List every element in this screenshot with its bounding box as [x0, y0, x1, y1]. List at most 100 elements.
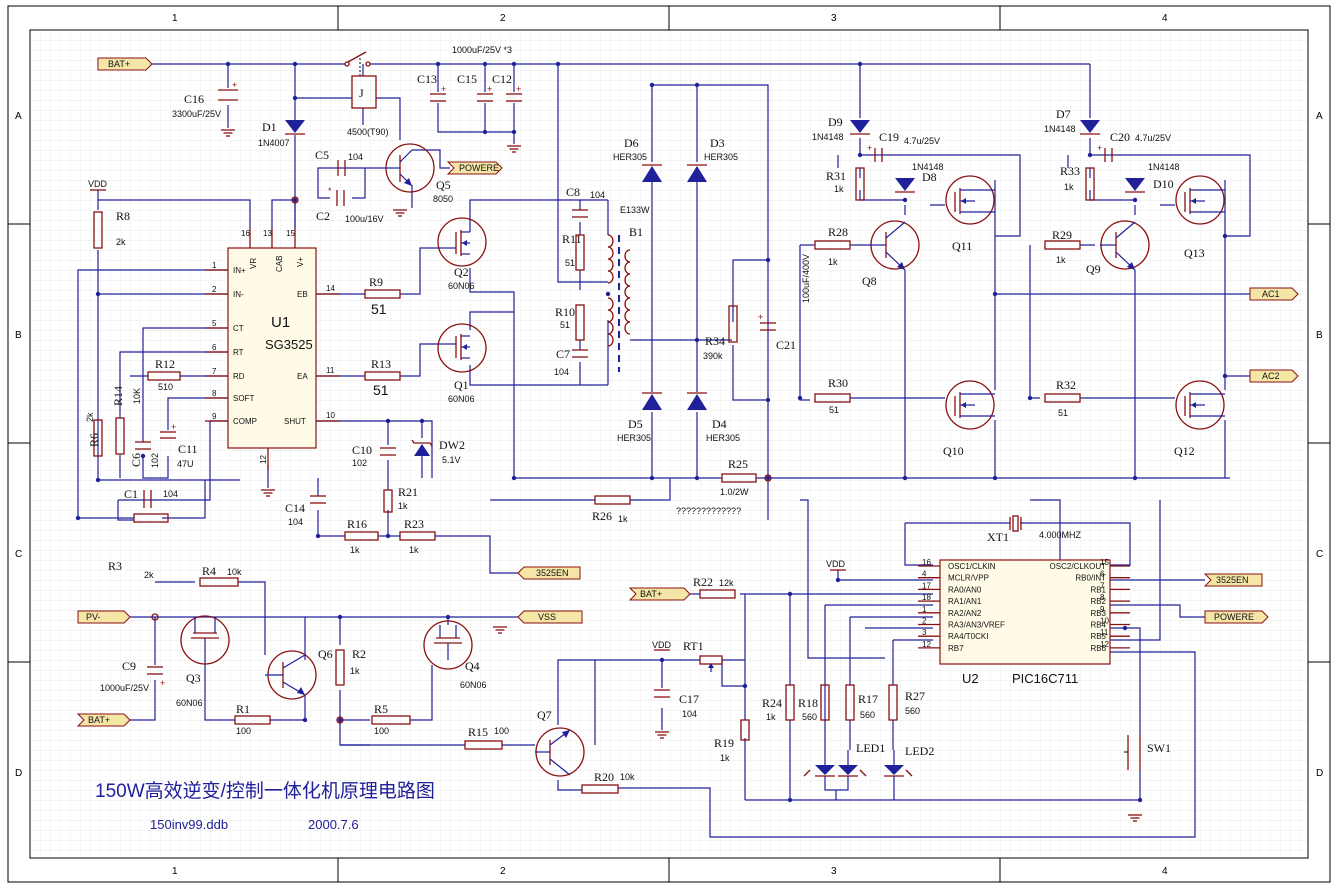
svg-text:C6: C6: [129, 453, 143, 467]
transistor-q5: Q5 8050: [385, 143, 453, 204]
svg-text:IN-: IN-: [233, 290, 244, 299]
svg-text:VDD: VDD: [652, 640, 672, 650]
svg-text:R18: R18: [798, 696, 818, 710]
col-label-4-bottom: 4: [1162, 866, 1168, 877]
svg-text:100uF/400V: 100uF/400V: [801, 254, 811, 303]
u2-pin-num-right: 9: [1100, 605, 1105, 614]
svg-text:C11: C11: [178, 442, 198, 456]
svg-text:R27: R27: [905, 689, 925, 703]
u2-pin-num-left: 16: [922, 558, 931, 567]
svg-text:104: 104: [554, 367, 569, 377]
resistor-r4: R4 10k: [199, 564, 242, 587]
svg-text:D4: D4: [712, 417, 727, 431]
svg-text:2k: 2k: [85, 412, 95, 422]
u2-pin-num-right: 15: [1100, 558, 1109, 567]
svg-text:10k: 10k: [620, 772, 635, 782]
svg-text:51: 51: [1058, 408, 1068, 418]
col-label-2-bottom: 2: [500, 866, 506, 877]
svg-text:1k: 1k: [766, 712, 776, 722]
svg-text:R32: R32: [1056, 378, 1076, 392]
svg-text:60N06: 60N06: [448, 281, 475, 291]
resistor-r19: R19 1k: [714, 719, 750, 763]
resistor-r28: R28 1k: [814, 225, 851, 267]
svg-text:1k: 1k: [1056, 255, 1066, 265]
svg-text:5.1V: 5.1V: [442, 455, 461, 465]
u2-pin-num-right: 6: [1100, 570, 1105, 579]
resistor-r17: R17 560: [845, 684, 878, 721]
u2-pin-num-right: 8: [1100, 593, 1105, 602]
row-label-c-left: C: [15, 549, 22, 560]
u2-pin-name-right: RB2: [1090, 597, 1106, 606]
svg-text:10: 10: [326, 411, 335, 420]
svg-text:51: 51: [560, 320, 570, 330]
resistor-r6: R6 2k: [85, 412, 103, 457]
resistor-r3-label: R3 2k: [108, 559, 154, 580]
resistor-r21: R21 1k: [383, 485, 418, 513]
u2-pin-name-left: MCLR/VPP: [948, 574, 989, 583]
cap-c5: C5 104: [315, 148, 363, 176]
diode-d7: D7 1N4148: [1044, 107, 1100, 135]
svg-text:R26: R26: [592, 509, 612, 523]
port-powere: POWERE: [446, 161, 503, 175]
cap-c7: C7 104: [554, 347, 588, 377]
svg-text:+: +: [171, 422, 176, 432]
resistor-r18: R18 560: [798, 684, 830, 722]
svg-text:1N4148: 1N4148: [1148, 162, 1180, 172]
svg-text:CAB: CAB: [275, 256, 284, 272]
file-name: 150inv99.ddb: [150, 817, 228, 832]
cap-c21: + C21 100uF/400V: [758, 254, 811, 352]
wire-crosses: [151, 196, 772, 724]
port-pv: PV-: [77, 610, 131, 624]
u2-pin-name-left: RA2/AN2: [948, 609, 982, 618]
u2-pin-num-left: 18: [922, 593, 931, 602]
svg-text:R5: R5: [374, 702, 388, 716]
mosfet-q10: Q10: [943, 380, 995, 458]
cap-c16: + C16 3300uF/25V: [172, 80, 238, 119]
cap-c9: + C9 1000uF/25V: [100, 659, 165, 693]
svg-text:R10: R10: [555, 305, 575, 319]
svg-text:SG3525: SG3525: [265, 337, 313, 352]
svg-text:51: 51: [565, 258, 575, 268]
svg-text:D9: D9: [828, 115, 843, 129]
svg-text:RT1: RT1: [683, 639, 704, 653]
svg-text:2k: 2k: [144, 570, 154, 580]
svg-text:3525EN: 3525EN: [536, 568, 569, 578]
drawing-title: 150W高效逆变/控制一体化机原理电路图: [95, 780, 435, 802]
svg-text:CT: CT: [233, 324, 244, 333]
svg-text:560: 560: [905, 706, 920, 716]
resistor-r16: R16 1k: [344, 517, 379, 555]
resistor-r26: R26 1k: [592, 495, 631, 524]
diode-d8: D8 1N4148: [895, 162, 944, 193]
svg-text:4500(T90): 4500(T90): [347, 127, 389, 137]
resistor-r32: R32 51: [1044, 378, 1081, 418]
svg-text:510: 510: [158, 382, 173, 392]
svg-text:SW1: SW1: [1147, 741, 1171, 755]
svg-text:+: +: [232, 80, 237, 90]
svg-text:AC1: AC1: [1262, 289, 1280, 299]
svg-text:104: 104: [590, 190, 605, 200]
svg-text:4.7u/25V: 4.7u/25V: [1135, 133, 1171, 143]
led-led2: LED2: [884, 744, 934, 800]
u2-pin-name-left: RA1/AN1: [948, 597, 982, 606]
cap-bank-label: 1000uF/25V *3: [452, 45, 512, 55]
svg-text:102: 102: [352, 458, 367, 468]
svg-text:Q6: Q6: [318, 647, 333, 661]
cap-c12: + C12: [492, 72, 522, 102]
svg-text:BAT+: BAT+: [108, 59, 130, 69]
led-led1: LED1: [803, 741, 885, 800]
svg-text:R8: R8: [116, 209, 130, 223]
svg-text:E133W: E133W: [620, 205, 650, 215]
diode-d5: D5 HER305: [617, 392, 662, 443]
svg-text:R6: R6: [87, 433, 101, 447]
u2-pin-num-left: 12: [922, 640, 931, 649]
svg-text:Q3: Q3: [186, 671, 201, 685]
svg-text:C13: C13: [417, 72, 437, 86]
transformer-b1: B1 E133W: [607, 205, 650, 372]
svg-text:+: +: [160, 678, 165, 688]
cap-c1: C1 104: [124, 487, 178, 523]
row-label-c-right: C: [1316, 549, 1323, 560]
svg-text:10k: 10k: [227, 567, 242, 577]
cap-c8: C8 104: [566, 185, 605, 218]
svg-text:51: 51: [829, 405, 839, 415]
svg-text:J: J: [359, 86, 364, 100]
